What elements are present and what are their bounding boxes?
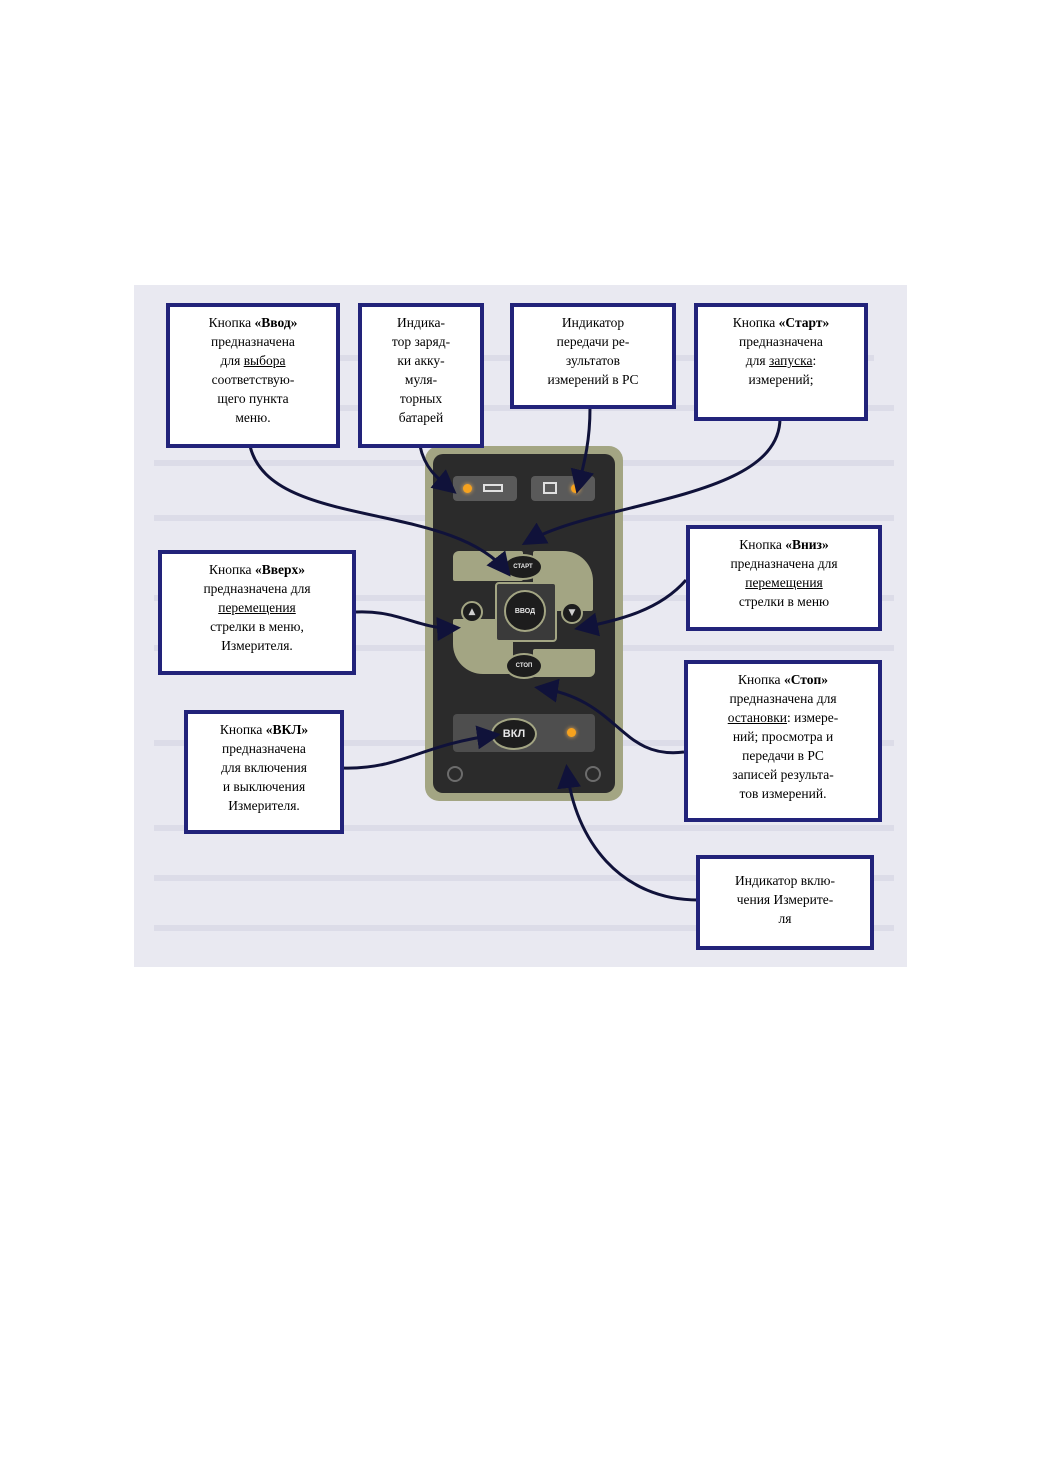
callout-stop-text-3: : измере- — [787, 710, 839, 725]
callout-battery-line-2: тор заряд- — [391, 334, 451, 349]
stop-button[interactable]: СТОП — [505, 653, 543, 679]
callout-enter-text-5: щего пункта — [217, 391, 289, 406]
callout-enter-bold: «Ввод» — [254, 315, 298, 330]
battery-indicator-panel — [453, 476, 517, 501]
callout-enter-underline: выбора — [243, 353, 286, 368]
callout-down-button: Кнопка «Вниз» предназначена для перемеще… — [686, 525, 882, 631]
callout-down-text-3: стрелки в меню — [738, 594, 830, 609]
callout-battery-line-6: батарей — [398, 410, 444, 425]
triangle-up-icon: ▲ — [468, 607, 476, 617]
callout-enter-button: Кнопка «Ввод» предназначена для выбора с… — [166, 303, 340, 448]
start-button-label: СТАРТ — [513, 564, 533, 570]
callout-power-led-line-2: чения Измерите- — [736, 892, 834, 907]
callout-enter-text-4: соответствую- — [211, 372, 295, 387]
callout-power-text-3: для включения — [221, 760, 307, 775]
connector-down — [574, 579, 688, 637]
callout-up-bold: «Вверх» — [254, 562, 305, 577]
callout-stop-text-1: Кнопка — [738, 672, 784, 687]
callout-start-text-5: измерений; — [748, 372, 814, 387]
triangle-down-icon: ▼ — [568, 608, 576, 618]
callout-stop-button: Кнопка «Стоп» предназначена для остановк… — [684, 660, 882, 822]
callout-start-text-4: : — [812, 353, 817, 368]
callout-pc-line-3: зультатов — [565, 353, 621, 368]
callout-enter-text-1: Кнопка — [208, 315, 255, 330]
computer-icon — [543, 482, 557, 494]
callout-stop-text-5: передачи в PC — [742, 748, 824, 763]
power-led — [567, 728, 576, 737]
stop-button-label: СТОП — [515, 663, 533, 669]
callout-start-text-1: Кнопка — [732, 315, 779, 330]
callout-down-text-2: предназначена для — [730, 556, 838, 571]
callout-stop-bold: «Стоп» — [783, 672, 828, 687]
callout-battery-line-5: торных — [399, 391, 443, 406]
callout-power-text-4: и выключения — [222, 779, 306, 794]
power-button[interactable]: ВКЛ — [491, 718, 537, 750]
enter-button[interactable]: ВВОД — [504, 590, 546, 632]
callout-down-bold: «Вниз» — [785, 537, 829, 552]
connector-pc — [570, 407, 595, 494]
callout-stop-underline: остановки — [727, 710, 787, 725]
enter-button-label: ВВОД — [514, 607, 536, 615]
callout-pc-line-2: передачи ре- — [556, 334, 630, 349]
callout-battery-line-4: муля- — [404, 372, 438, 387]
callout-power-led-line-1: Индикатор вклю- — [735, 873, 835, 888]
callout-power-text-1: Кнопка — [219, 722, 266, 737]
callout-start-underline: запуска — [768, 353, 813, 368]
callout-pc-line-4: измерений в PC — [547, 372, 639, 387]
connector-power-led — [557, 764, 699, 902]
callout-up-text-3: стрелки в меню, — [210, 619, 304, 634]
callout-power-text-5: Измерителя. — [228, 798, 300, 813]
callout-stop-text-4: ний; просмотра и — [732, 729, 834, 744]
callout-start-bold: «Старт» — [778, 315, 830, 330]
callout-start-text-2: предназначена — [739, 334, 823, 349]
power-button-label: ВКЛ — [502, 728, 526, 740]
callout-enter-text-6: меню. — [235, 410, 271, 425]
callout-power-indicator: Индикатор вклю- чения Измерите- ля — [696, 855, 874, 950]
callout-up-text-2: предназначена для — [203, 581, 311, 596]
callout-power-led-line-3: ля — [778, 911, 792, 926]
connector-battery — [418, 445, 457, 494]
callout-up-button: Кнопка «Вверх» предназначена для перемещ… — [158, 550, 356, 675]
callout-down-underline: перемещения — [745, 575, 823, 590]
connector-enter — [248, 445, 511, 577]
callout-power-button: Кнопка «ВКЛ» предназначена для включения… — [184, 710, 344, 834]
connector-stop — [534, 678, 685, 755]
callout-enter-text-3: для — [220, 353, 244, 368]
callout-stop-text-2: предназначена для — [729, 691, 837, 706]
battery-icon — [483, 484, 503, 492]
callout-stop-text-7: тов измерений. — [739, 786, 827, 801]
pad-bottom-right — [533, 649, 595, 677]
callout-up-text-4: Измерителя. — [221, 638, 293, 653]
callout-battery-line-3: ки акку- — [397, 353, 445, 368]
right-screw — [585, 766, 601, 782]
callout-power-bold: «ВКЛ» — [265, 722, 309, 737]
callout-up-underline: перемещения — [218, 600, 296, 615]
callout-start-button: Кнопка «Старт» предназначена для запуска… — [694, 303, 868, 421]
callout-power-text-2: предназначена — [222, 741, 306, 756]
callout-battery-indicator: Индика- тор заряд- ки акку- муля- торных… — [358, 303, 484, 448]
callout-enter-text-2: предназначена — [211, 334, 295, 349]
battery-led — [463, 484, 472, 493]
connector-power — [341, 725, 501, 770]
callout-down-text-1: Кнопка — [739, 537, 786, 552]
left-screw — [447, 766, 463, 782]
callout-stop-text-6: записей результа- — [732, 767, 834, 782]
connector-up — [355, 610, 461, 641]
callout-battery-line-1: Индика- — [397, 315, 445, 330]
up-button[interactable]: ▲ — [461, 601, 483, 623]
callout-start-text-3: для — [745, 353, 769, 368]
callout-up-text-1: Кнопка — [209, 562, 255, 577]
callout-pc-line-1: Индикатор — [561, 315, 625, 330]
callout-pc-indicator: Индикатор передачи ре- зультатов измерен… — [510, 303, 676, 409]
connector-start — [521, 417, 782, 545]
